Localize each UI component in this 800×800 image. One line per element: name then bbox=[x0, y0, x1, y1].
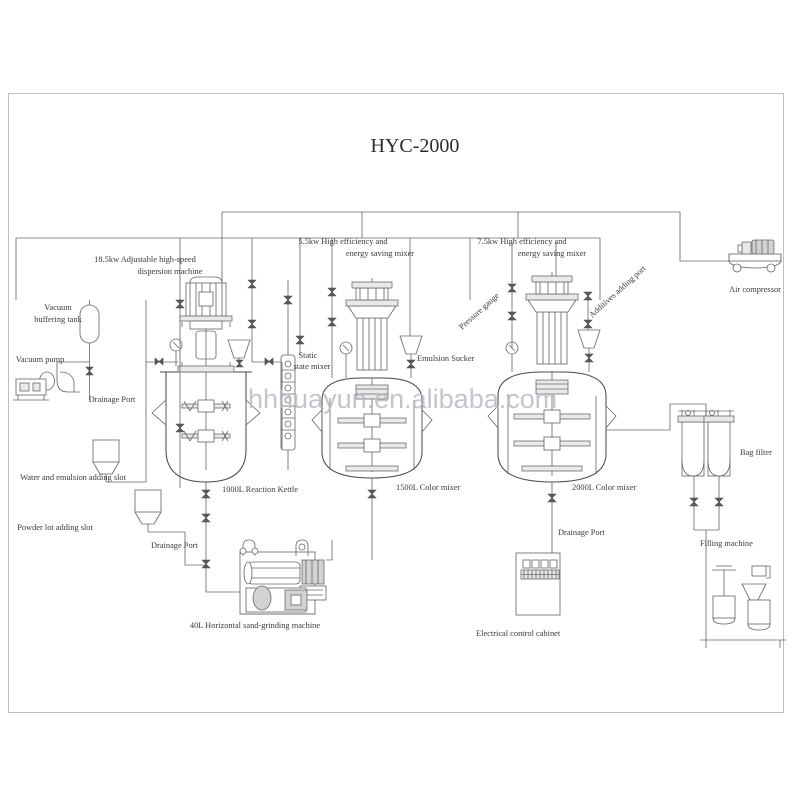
dispersion-machine-label-line2: dispersion machine bbox=[138, 267, 203, 276]
mixer-7-5kw-motor bbox=[525, 272, 579, 365]
drainage-port-mid-label: Drainage Port bbox=[151, 541, 198, 550]
filling-machine bbox=[700, 565, 786, 648]
additives-adding-port-label: Additives adding port bbox=[587, 263, 648, 319]
mixer-5-5kw-label-line1: 5.5kw High efficiency and bbox=[298, 237, 388, 246]
pressure-gauge-label: Pressure gauge bbox=[457, 291, 501, 332]
sand-grinding-machine-40l bbox=[201, 539, 333, 615]
drainage-port-left-label: Drainage Port bbox=[89, 395, 136, 404]
reaction-kettle-1000l bbox=[146, 276, 282, 566]
watermark: hhhuayun.en.alibaba.com bbox=[248, 384, 557, 414]
color-mixer-2000l bbox=[487, 272, 671, 556]
agitator-blades bbox=[181, 399, 231, 443]
reaction-kettle-1000l-label: 1000L Reaction Kettle bbox=[222, 485, 298, 494]
vacuum-buffering-tank-label-line1: Vacuum bbox=[44, 303, 72, 312]
filling-machine-label: Filling machine bbox=[700, 539, 753, 548]
dispersion-machine-label-line1: 18.5kw Adjustable high-speed bbox=[94, 255, 196, 264]
vacuum-buffering-tank-label-line2: buffering tank bbox=[34, 315, 82, 324]
mixer-7-5kw-label-line2: energy saving mixer bbox=[518, 249, 586, 258]
color-mixer-2000l-label: 2000L Color mixer bbox=[572, 483, 637, 492]
bag-filter-label: Bag filter bbox=[740, 448, 772, 457]
vacuum-pump bbox=[13, 352, 94, 401]
drainage-port-right-label: Drainage Port bbox=[558, 528, 605, 537]
powder-lot-adding-slot bbox=[134, 489, 185, 533]
mixer-5-5kw-label-line2: energy saving mixer bbox=[346, 249, 414, 258]
electrical-control-cabinet bbox=[515, 552, 561, 616]
air-compressor bbox=[679, 239, 782, 273]
page-title: HYC-2000 bbox=[371, 135, 460, 157]
top-pipe-network bbox=[15, 211, 681, 330]
additives-adding-port bbox=[577, 329, 601, 372]
static-state-mixer-label-line2: state mixer bbox=[294, 362, 331, 371]
mixer-5-5kw-motor bbox=[345, 278, 399, 371]
bag-filter bbox=[669, 403, 735, 640]
sand-grinding-machine-label: 40L Horizontal sand-grinding machine bbox=[190, 621, 320, 630]
electrical-control-cabinet-label: Electrical control cabinet bbox=[476, 629, 561, 638]
powder-lot-adding-slot-label: Powder lot adding slot bbox=[17, 523, 93, 532]
static-state-mixer-label-line1: Static bbox=[298, 351, 317, 360]
vacuum-buffering-tank bbox=[79, 300, 100, 352]
emulsion-sucker-label: Emulsion Sucker bbox=[417, 354, 475, 363]
water-emulsion-adding-slot-label: Water and emulsion adding slot bbox=[20, 473, 127, 482]
water-emulsion-adding-slot bbox=[92, 300, 147, 483]
color-mixer-1500l-label: 1500L Color mixer bbox=[396, 483, 461, 492]
vacuum-pump-label: Vacuum pump bbox=[16, 355, 65, 364]
air-compressor-label: Air compressor bbox=[729, 285, 781, 294]
color-mixer-1500l bbox=[311, 278, 433, 560]
dispersion-motor bbox=[179, 276, 233, 366]
static-state-mixer bbox=[280, 280, 305, 470]
mixer-7-5kw-label-line1: 7.5kw High efficiency and bbox=[477, 237, 567, 246]
